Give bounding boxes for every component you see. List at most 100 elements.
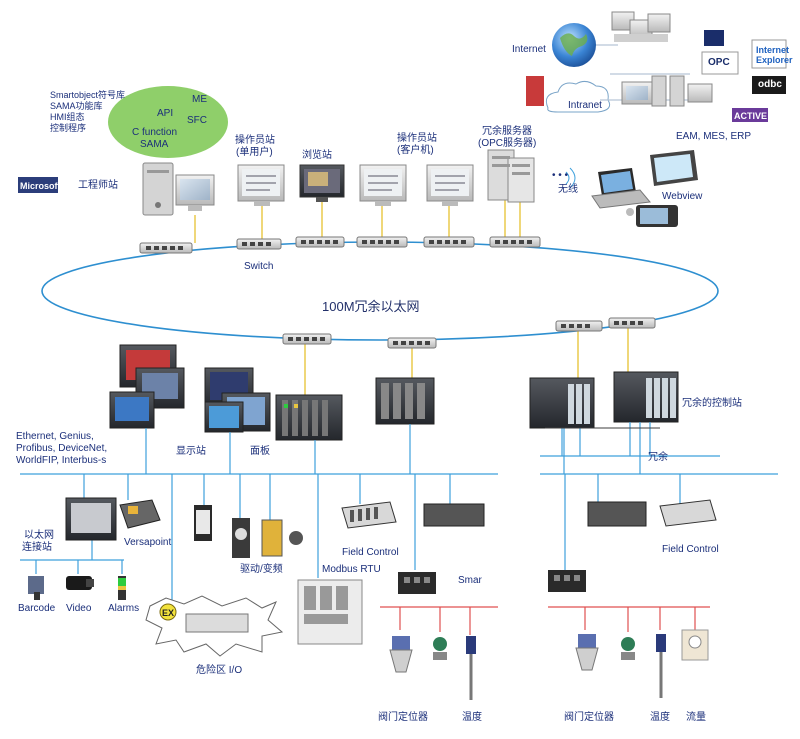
drive-label: 驱动/变频	[240, 564, 283, 575]
transmitter-left	[433, 637, 447, 660]
opc-logo-text: OPC	[708, 57, 730, 68]
display-station-panels	[109, 344, 185, 429]
protocols-line-1: Ethernet, Genius,	[16, 431, 94, 442]
activex-logo	[732, 108, 768, 122]
switch-icon	[295, 236, 345, 248]
webview-monitor	[650, 150, 698, 186]
temp-sensor-left	[466, 636, 476, 700]
opc-logo	[701, 51, 739, 75]
plc-rack-center	[375, 377, 435, 425]
redundant-control-label: 冗余的控制站	[682, 398, 742, 409]
switch-icon	[236, 238, 282, 250]
odbc-logo	[752, 76, 786, 94]
fieldbus-lines	[20, 422, 778, 608]
operator-station-single-label: 操作员站	[235, 135, 275, 146]
barcode-scanner-icon	[28, 576, 44, 600]
panel-label: 面板	[250, 446, 270, 457]
temp-right-label: 温度	[650, 712, 670, 723]
function-library-bubble	[108, 86, 228, 158]
field-control-right-label: Field Control	[662, 544, 719, 555]
redundant-server-label: 冗余服务器	[482, 126, 532, 137]
bubble-api: API	[157, 108, 174, 119]
modbus-rtu-label: Modbus RTU	[322, 564, 381, 575]
engineer-station	[142, 162, 215, 216]
browser-station	[299, 164, 345, 202]
barcode-label: Barcode	[18, 603, 56, 614]
operator-panels	[204, 367, 271, 433]
switch-icon	[387, 337, 437, 349]
versapoint-label: Versapoint	[124, 537, 172, 548]
ex-badge-label: EX	[162, 608, 175, 618]
internet-label: Internet	[512, 44, 546, 55]
versapoint-module	[119, 499, 161, 529]
operator-station-client-2	[426, 164, 474, 206]
operator-station-client-sub: (客户机)	[397, 145, 434, 156]
flow-label: 流量	[686, 712, 706, 723]
eth-station-label-1: 以太网	[24, 530, 54, 541]
smar-label: Smar	[458, 575, 482, 586]
intranet-cloud	[545, 80, 611, 113]
redundant-label: 冗余	[648, 452, 668, 463]
tool-sama: SAMA功能库	[50, 101, 103, 111]
field-io-lines	[380, 606, 710, 635]
motor-icon	[289, 531, 303, 545]
eam-mes-erp-label: EAM, MES, ERP	[676, 131, 752, 142]
browser-station-label: 浏览站	[302, 150, 332, 161]
valve-positioner-right	[575, 634, 599, 671]
ex-badge-icon	[159, 603, 177, 621]
switch-label: Switch	[244, 261, 274, 272]
display-station-label: 显示站	[176, 446, 206, 457]
temp-left-label: 温度	[462, 712, 482, 723]
software-logo	[704, 30, 724, 46]
switch-icon	[423, 236, 475, 248]
tool-smartobject: Smartobject符号库	[50, 90, 126, 100]
field-control-left-label: Field Control	[342, 547, 399, 558]
webview-tablet	[626, 205, 678, 227]
switch-icon	[139, 242, 193, 254]
operator-station-client-label: 操作员站	[397, 133, 437, 144]
redundant-control-racks	[529, 371, 679, 429]
plc-rack-left	[275, 394, 343, 441]
microsoft-label: Microsoft	[20, 181, 61, 191]
wireless-dots: • • •	[552, 170, 569, 181]
tool-control-program: 控制程序	[50, 123, 87, 133]
valve-positioner-left-label: 阀门定位器	[378, 712, 428, 723]
smar-module	[423, 503, 485, 527]
valve-positioner-right-label: 阀门定位器	[564, 712, 614, 723]
top-drop-lines	[194, 198, 629, 395]
tool-hmi: HMI组态	[50, 112, 85, 122]
ie-logo-text-1: Internet	[756, 45, 790, 55]
wireless-laptop	[591, 168, 651, 209]
switch-devices	[139, 236, 656, 349]
microsoft-logo	[18, 177, 58, 193]
internet-explorer-logo	[751, 39, 787, 69]
hazard-io-module	[185, 613, 249, 633]
switch-icon	[555, 320, 603, 332]
operator-station-single	[237, 164, 285, 206]
ethernet-connection-station	[65, 497, 117, 541]
redundant-server-sub: (OPC服务器)	[478, 138, 537, 149]
video-label: Video	[66, 603, 92, 614]
ring-network-label: 100M冗余以太网	[322, 299, 420, 314]
bubble-sfc: SFC	[187, 115, 207, 126]
protocols-line-2: Profibus, DeviceNet,	[16, 443, 108, 454]
protocols-line-3: WorldFIP, Interbus-s	[16, 455, 107, 466]
odbc-logo-text: odbc	[758, 79, 782, 90]
alarms-label: Alarms	[108, 603, 140, 614]
engineer-station-label: 工程师站	[78, 180, 118, 191]
eth-station-label-2: 连接站	[22, 542, 52, 553]
flow-meter-icon	[681, 629, 709, 661]
inverter-unit	[261, 519, 283, 557]
switch-icon	[282, 333, 332, 345]
temp-sensor-right	[656, 634, 666, 698]
field-control-left	[341, 501, 397, 529]
internet-desktops	[611, 11, 671, 42]
wireless-label: 无线	[558, 184, 578, 195]
intranet-computers	[621, 75, 713, 107]
ie-logo-text-2: Explorer	[756, 55, 793, 65]
redundant-server	[487, 149, 535, 203]
webview-label: Webview	[662, 191, 703, 202]
valve-positioner-left	[389, 636, 413, 673]
